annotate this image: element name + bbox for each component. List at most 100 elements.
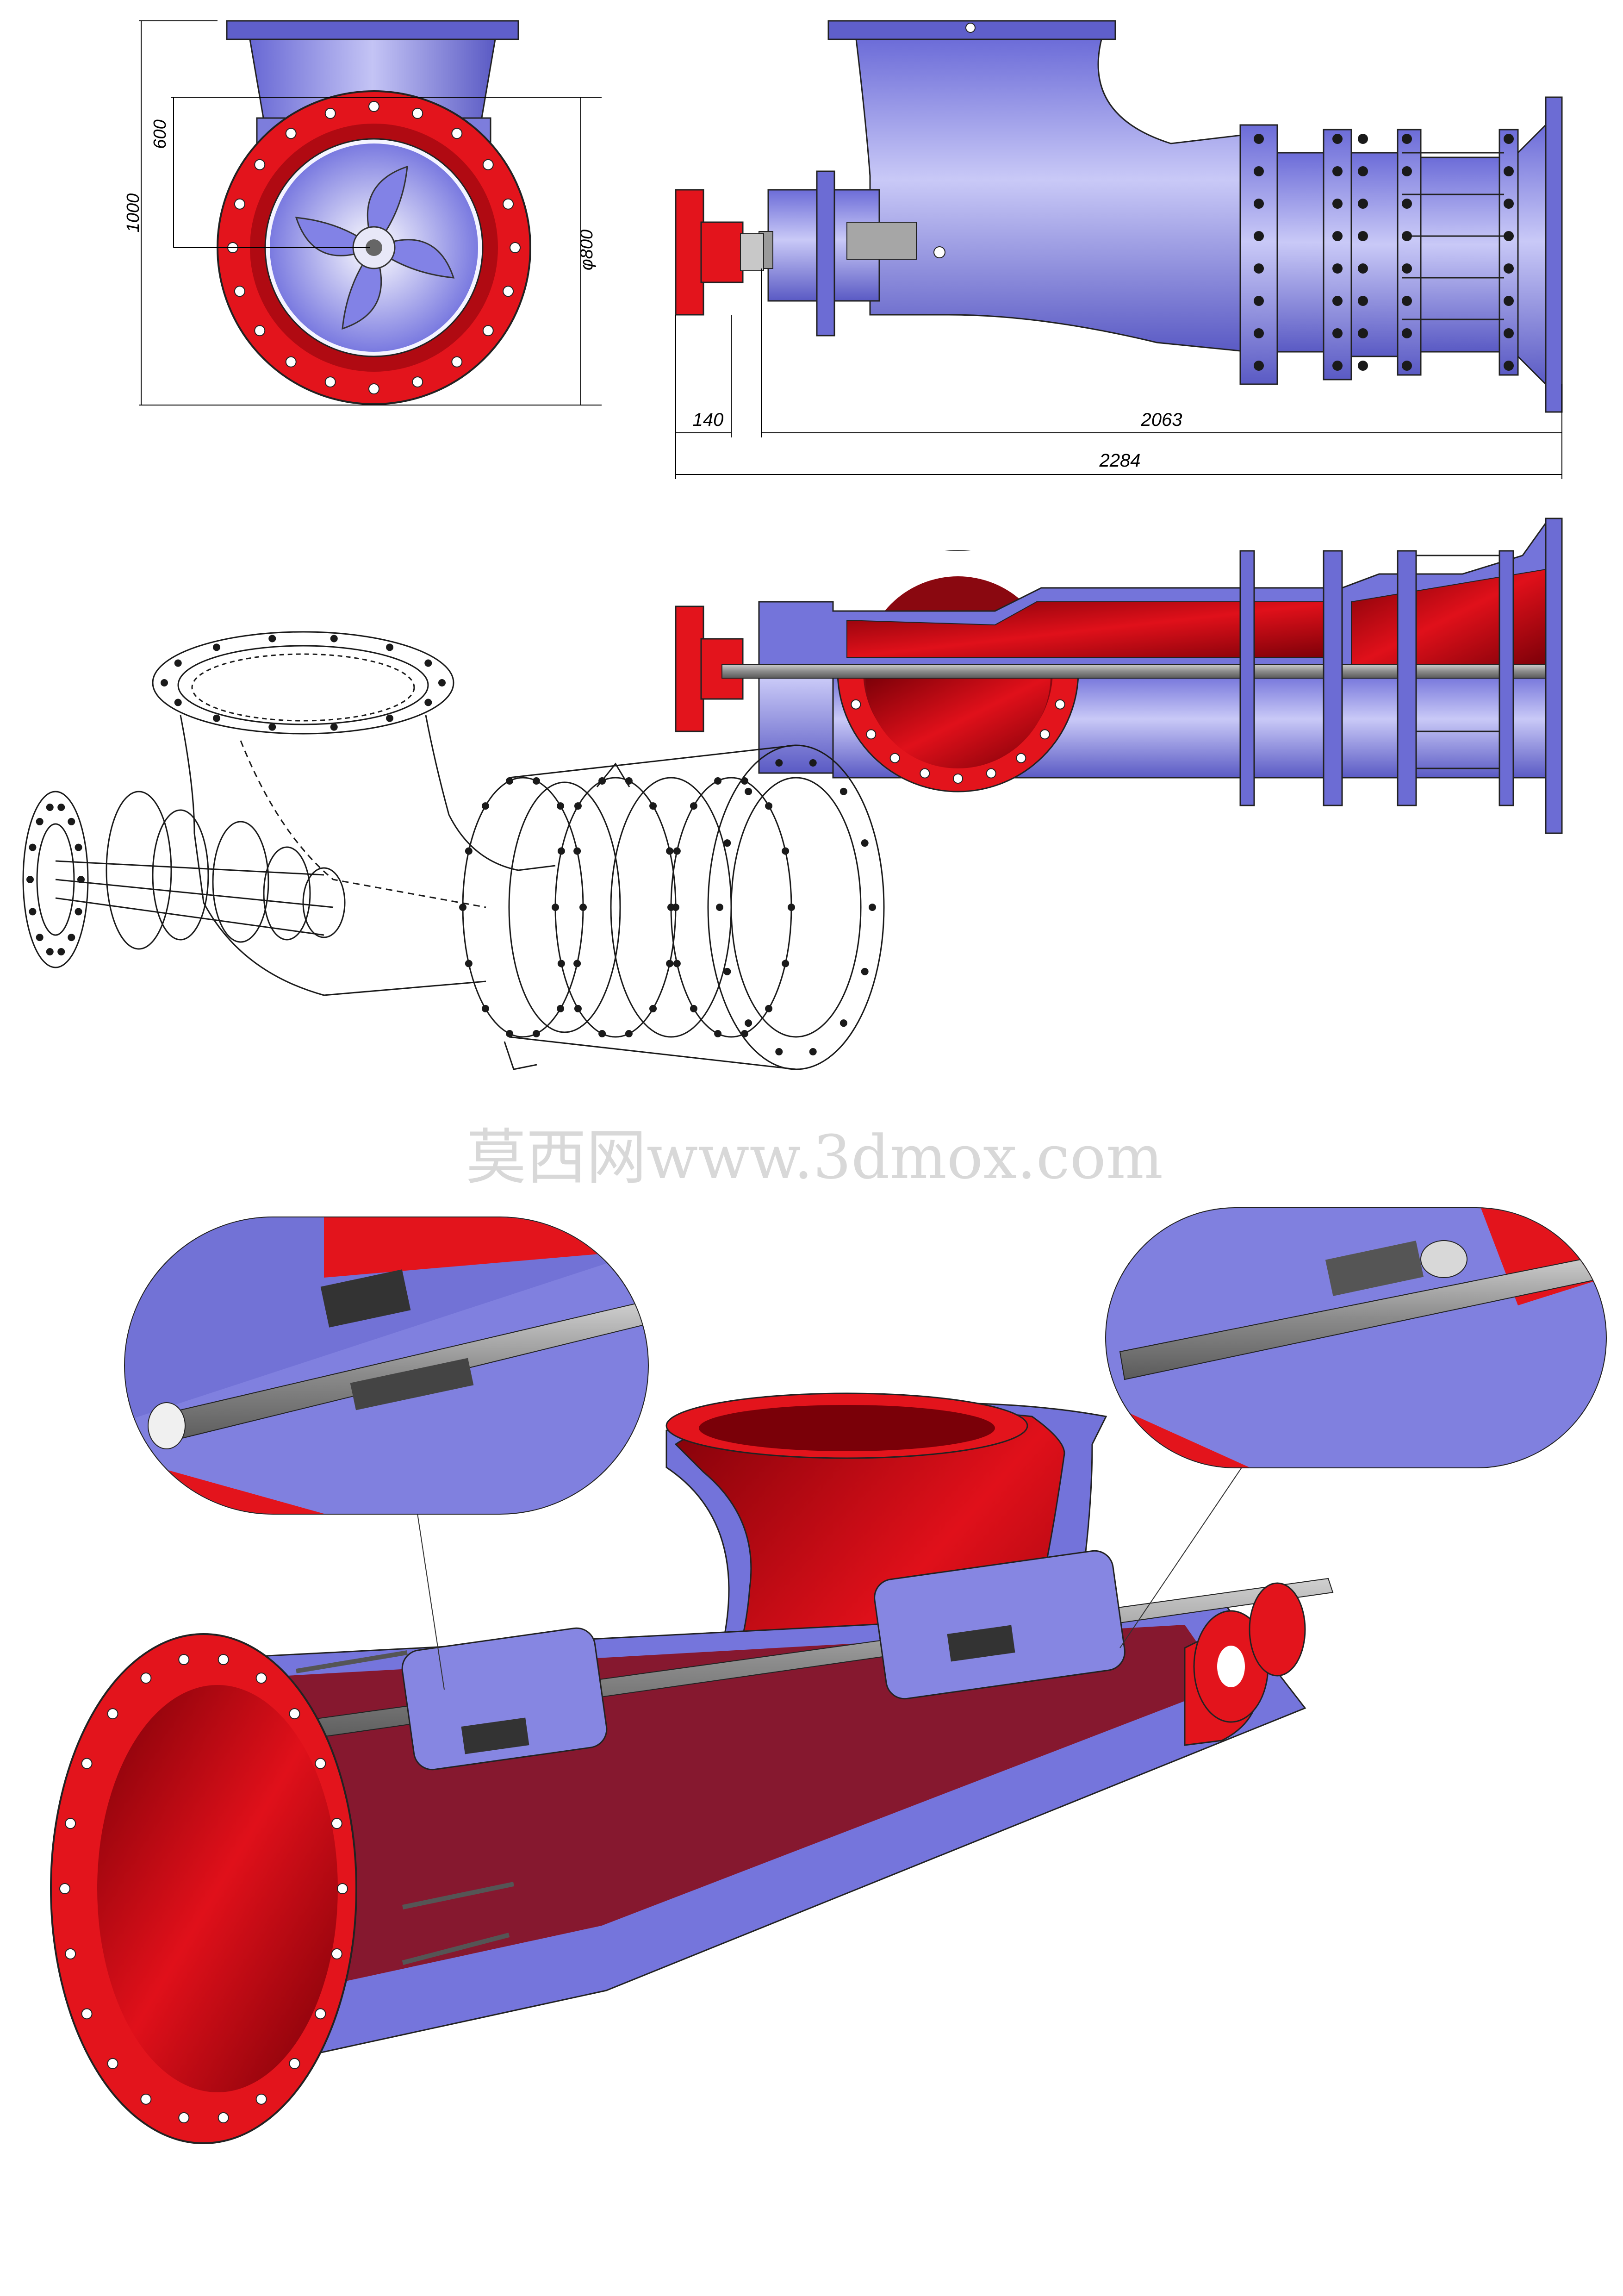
wireframe-bolt	[68, 934, 75, 942]
flange-bolt	[1504, 296, 1514, 306]
wireframe-bolt	[723, 839, 731, 847]
wireframe-bolt	[268, 635, 276, 643]
flange-bolt	[1254, 328, 1264, 338]
flange-bolt	[1254, 134, 1264, 144]
wireframe-bolt	[673, 960, 681, 967]
flange-bolt-hole	[482, 159, 494, 170]
flange-bolt	[1358, 134, 1368, 144]
flange-bolt-hole	[866, 729, 877, 740]
flange-bolt-hole	[331, 1948, 342, 1959]
wireframe-bolt	[75, 843, 82, 851]
flange-bolt-hole	[65, 1948, 76, 1959]
flange-bolt	[1332, 361, 1343, 371]
pump-side-view-icon: 140 2063 2284	[675, 20, 1563, 479]
flange-bolt-hole	[337, 1883, 348, 1894]
wireframe-bolt	[465, 960, 473, 967]
flange-bolt-hole	[234, 286, 245, 297]
flange-bolt-hole	[889, 753, 900, 763]
flange-bolt-hole	[178, 2112, 190, 2123]
flange-bolt	[1358, 199, 1368, 209]
flange-bolt-hole	[324, 107, 336, 119]
wireframe-bolt	[775, 1048, 783, 1055]
flange-bolt	[1358, 328, 1368, 338]
flange-bolt-hole	[255, 2093, 267, 2105]
wireframe-bolt	[869, 904, 876, 911]
flange-bolt-hole	[178, 1654, 190, 1666]
pump-wireframe-icon	[22, 631, 885, 1070]
flange-bolt-hole	[851, 699, 861, 710]
flange-bolt	[1402, 166, 1412, 176]
wireframe-bolt	[57, 804, 65, 811]
flange-bolt-hole	[107, 1708, 118, 1720]
wireframe-bolt	[506, 1029, 514, 1037]
wireframe-bolt	[46, 804, 54, 811]
wireframe-bolt	[714, 1029, 722, 1037]
flange-bolt-hole	[368, 101, 379, 112]
wireframe-bolt	[68, 817, 75, 825]
flange-bolt	[1254, 231, 1264, 241]
dim-side-body-length: 2063	[1141, 410, 1182, 430]
flange-bolt-hole	[1016, 753, 1026, 763]
flange-bolt-hole	[315, 2008, 326, 2020]
flange-bolt	[1402, 231, 1412, 241]
wireframe-bolt	[330, 635, 338, 643]
flange-bolt-hole	[510, 242, 521, 253]
flange-bolt-hole	[503, 198, 514, 210]
flange-bolt	[1332, 199, 1343, 209]
wireframe-bolt	[29, 843, 37, 851]
wireframe-bolt	[573, 960, 581, 967]
flange-bolt	[1504, 361, 1514, 371]
wireframe-bolt	[723, 967, 731, 975]
wireframe-bolt	[765, 1004, 773, 1012]
wireframe-bolt	[386, 643, 394, 651]
flange-bolt-hole	[81, 2008, 93, 2020]
flange-bolt-hole	[140, 2093, 152, 2105]
flange-bolt	[1504, 231, 1514, 241]
flange-bolt-hole	[59, 1883, 70, 1894]
flange-bolt	[1504, 166, 1514, 176]
wireframe-bolt	[775, 759, 783, 767]
wireframe-bolt	[673, 847, 681, 855]
wireframe-bolt	[557, 847, 565, 855]
watermark-text: 莫西网www.3dmox.com	[466, 1122, 1163, 1192]
flange-bolt-hole	[1055, 699, 1065, 710]
wireframe-bolt	[36, 817, 44, 825]
wireframe-bolt	[212, 714, 220, 722]
wireframe-bolt	[532, 777, 540, 785]
wireframe-bolt	[465, 847, 473, 855]
flange-bolt-hole	[451, 356, 463, 368]
wireframe-bolt	[809, 1048, 817, 1055]
flange-bolt-hole	[255, 1672, 267, 1684]
flange-bolt-hole	[81, 1758, 93, 1769]
wireframe-bolt	[552, 904, 559, 911]
pump-section-icon	[675, 518, 1563, 834]
wireframe-bolt	[212, 643, 220, 651]
flange-bolt-hole	[234, 198, 245, 210]
flange-bolt	[1504, 134, 1514, 144]
wireframe-bolt	[36, 934, 44, 942]
wireframe-bolt	[839, 1019, 847, 1027]
flange-bolt-hole	[218, 1654, 229, 1666]
flange-bolt	[1254, 166, 1264, 176]
dim-front-center-height: 600	[150, 119, 170, 149]
flange-bolt-hole	[920, 768, 930, 779]
wireframe-bolt	[268, 723, 276, 731]
wireframe-bolt	[574, 1004, 582, 1012]
wireframe-bolt	[782, 847, 790, 855]
flange-bolt-hole	[503, 286, 514, 297]
wireframe-bolt	[29, 908, 37, 916]
flange-bolt-hole	[451, 128, 463, 139]
flange-bolt	[1358, 296, 1368, 306]
wireframe-bolt	[839, 787, 847, 795]
wireframe-bolt	[666, 847, 674, 855]
flange-bolt-hole	[412, 107, 423, 119]
wireframe-bolt	[690, 1004, 697, 1012]
flange-bolt	[1358, 361, 1368, 371]
flange-bolt	[1358, 263, 1368, 274]
flange-bolt-hole	[331, 1818, 342, 1829]
wireframe-bolt	[77, 876, 85, 883]
flange-bolt-hole	[482, 325, 494, 337]
wireframe-bolt	[57, 948, 65, 955]
dim-front-height: 1000	[124, 193, 143, 233]
